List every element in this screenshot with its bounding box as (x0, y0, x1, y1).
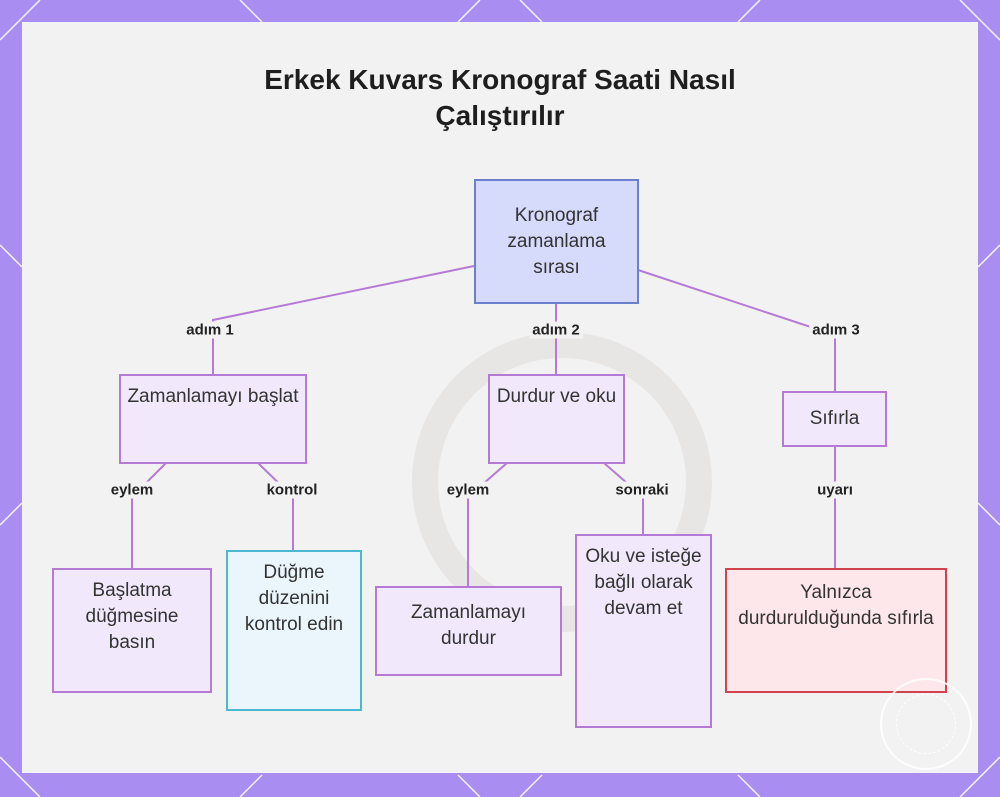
node-reset: Sıfırla (782, 391, 887, 447)
node-read-and-continue: Oku ve isteğe bağlı olarak devam et (575, 534, 712, 728)
edge-label-next: sonraki (612, 481, 672, 499)
node-stop-timing: Zamanlamayı durdur (375, 586, 562, 676)
node-label: Sıfırla (809, 408, 860, 429)
edge-start-press (131, 462, 167, 569)
edge-label-step1: adım 1 (183, 321, 237, 339)
node-label: Kronograf zamanlama sırası (507, 204, 606, 278)
edge-label-warning: uyarı (814, 481, 856, 499)
edge-root-start (212, 265, 475, 375)
title-line-1: Erkek Kuvars Kronograf Saati Nasıl (264, 64, 736, 95)
node-reset-only-when-stopped: Yalnızca durdurulduğunda sıfırla (725, 568, 947, 693)
node-label: Durdur ve oku (496, 386, 617, 407)
node-label: Zamanlamayı başlat (127, 386, 299, 407)
edge-start-check (257, 462, 294, 551)
node-check-button-layout: Düğme düzenini kontrol edin (226, 550, 362, 711)
watermark-seal (880, 678, 972, 770)
title-line-2: Çalıştırılır (435, 100, 565, 131)
node-label: Düğme düzenini kontrol edin (244, 562, 344, 635)
edge-stop-read (603, 462, 644, 535)
diagram-title: Erkek Kuvars Kronograf Saati Nasıl Çalış… (200, 62, 800, 134)
node-label: Yalnızca durdurulduğunda sıfırla (738, 582, 934, 629)
edge-root-reset (637, 269, 836, 392)
node-press-start-button: Başlatma düğmesine basın (52, 568, 212, 693)
edge-label-action2: eylem (443, 481, 493, 499)
node-label: Başlatma düğmesine basın (85, 580, 179, 653)
node-stop-and-read: Durdur ve oku (488, 374, 625, 464)
node-label: Zamanlamayı durdur (410, 602, 527, 649)
node-chronograph-sequence: Kronograf zamanlama sırası (474, 179, 639, 304)
edge-label-control: kontrol (263, 481, 321, 499)
edge-label-action1: eylem (107, 481, 157, 499)
edge-label-step2: adım 2 (529, 321, 583, 339)
node-start-timing: Zamanlamayı başlat (119, 374, 307, 464)
edge-label-step3: adım 3 (809, 321, 863, 339)
node-label: Oku ve isteğe bağlı olarak devam et (585, 546, 702, 619)
